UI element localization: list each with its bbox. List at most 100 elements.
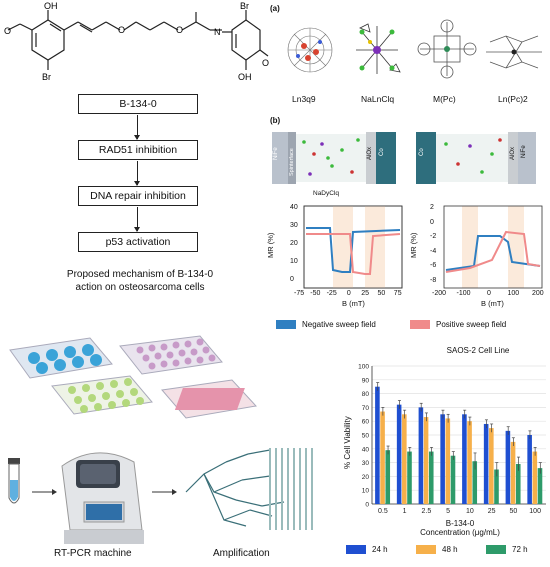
bar bbox=[402, 414, 407, 504]
molecule-structures bbox=[287, 19, 542, 79]
left-ytick: 0 bbox=[290, 276, 294, 283]
bar bbox=[532, 451, 538, 504]
left-plot-ylabel: MR (%) bbox=[266, 232, 275, 258]
mol-label-oh-1: OH bbox=[44, 1, 58, 11]
bar bbox=[494, 469, 499, 504]
chart-xlabel: B-134-0 Concentration (μg/mL) bbox=[372, 519, 548, 537]
right-ytick: -8 bbox=[430, 276, 437, 284]
left-ytick: 10 bbox=[290, 258, 298, 265]
device-schematics bbox=[272, 132, 536, 184]
left-plot-xlabel: B (mT) bbox=[342, 299, 365, 308]
amplification-label: Amplification bbox=[213, 548, 270, 559]
mol-label-o-1: O bbox=[4, 26, 11, 36]
flow-step-rad51: RAD51 inhibition bbox=[78, 140, 198, 160]
pcr-machine bbox=[61, 452, 144, 544]
legend-label: 24 h bbox=[372, 545, 388, 554]
mol-label-br-2: Br bbox=[240, 1, 249, 11]
left-xtick: -25 bbox=[326, 290, 337, 297]
flow-step-b1340: B-134-0 bbox=[78, 94, 198, 114]
lnpc2-structure bbox=[486, 35, 542, 69]
chemical-structure: OH O Br O O N Br OH O bbox=[4, 1, 269, 82]
caption-line-2: action on osteosarcoma cells bbox=[75, 282, 205, 293]
x-tick-label: 2.5 bbox=[422, 508, 432, 515]
chart-title: SAOS-2 Cell Line bbox=[446, 346, 510, 355]
mol-label-o-2: O bbox=[118, 25, 125, 35]
well-plate-green bbox=[51, 375, 153, 415]
bar bbox=[467, 421, 472, 504]
ln3q9-structure bbox=[287, 27, 333, 73]
layer-co-right: Co bbox=[419, 148, 425, 156]
bar bbox=[380, 411, 385, 504]
left-ytick: 30 bbox=[290, 222, 298, 229]
legend-swatch bbox=[346, 545, 366, 554]
caption-line-1: Proposed mechanism of B-134-0 bbox=[66, 269, 214, 280]
flow-arrow-2 bbox=[134, 161, 140, 186]
label-ln3q9: Ln3q9 bbox=[292, 94, 316, 104]
bar bbox=[510, 441, 516, 504]
y-tick-label: 50 bbox=[362, 433, 370, 440]
bar bbox=[396, 404, 402, 504]
label-nalnclq: NaLnClq bbox=[361, 94, 395, 104]
panel-a-tag: (a) bbox=[270, 4, 280, 13]
right-ytick: -4 bbox=[430, 247, 437, 255]
right-xtick: 100 bbox=[507, 290, 520, 297]
mol-label-o-3: O bbox=[176, 25, 183, 35]
y-tick-label: 60 bbox=[362, 419, 370, 426]
y-tick-label: 40 bbox=[362, 446, 370, 453]
legend-negative-label: Negative sweep field bbox=[302, 320, 376, 329]
left-xtick: -75 bbox=[294, 290, 305, 297]
mol-label-br-1: Br bbox=[42, 72, 51, 82]
legend-positive-label: Positive sweep field bbox=[436, 320, 507, 329]
y-tick-label: 0 bbox=[365, 502, 369, 509]
bar bbox=[445, 418, 451, 504]
y-tick-label: 20 bbox=[362, 474, 370, 481]
y-tick-label: 10 bbox=[362, 488, 370, 495]
bar bbox=[472, 461, 478, 504]
bar bbox=[450, 455, 456, 504]
x-tick-label: 25 bbox=[488, 508, 496, 515]
y-tick-label: 30 bbox=[362, 460, 370, 467]
bar bbox=[527, 435, 532, 504]
layer-nife-right: NiFe bbox=[521, 145, 527, 158]
bar bbox=[385, 450, 391, 504]
well-plate-blue bbox=[9, 337, 113, 379]
layer-alox-left: AlOx bbox=[367, 146, 373, 160]
flow-arrow-1 bbox=[134, 115, 140, 140]
well-plate-purple bbox=[119, 335, 223, 375]
y-tick-label: 100 bbox=[358, 364, 369, 371]
pcr-illustration bbox=[8, 335, 313, 544]
right-xtick: -200 bbox=[432, 290, 447, 297]
bar bbox=[489, 428, 494, 504]
chart-xlabel-line-2: Concentration (μg/mL) bbox=[420, 528, 500, 537]
mechanism-caption: Proposed mechanism of B-134-0 action on … bbox=[20, 268, 260, 294]
y-tick-label: 90 bbox=[362, 377, 370, 384]
bar bbox=[462, 414, 467, 504]
right-ytick: 2 bbox=[430, 204, 434, 211]
chart-xlabel-line-1: B-134-0 bbox=[445, 519, 475, 528]
layer-nadyclq: NaDyClq bbox=[313, 190, 340, 197]
x-tick-label: 5 bbox=[446, 508, 450, 515]
panel-b-tag: (b) bbox=[270, 116, 281, 125]
layer-co-left: Co bbox=[379, 148, 385, 156]
legend-swatch bbox=[416, 545, 436, 554]
legend-swatch-negative bbox=[276, 320, 296, 329]
legend-label: 48 h bbox=[442, 545, 458, 554]
layer-alox-right: AlOx bbox=[510, 146, 516, 160]
label-mpc: M(Pc) bbox=[433, 94, 456, 104]
left-xtick: -50 bbox=[310, 290, 321, 297]
x-tick-label: 10 bbox=[466, 508, 474, 515]
right-ytick: -2 bbox=[430, 233, 437, 240]
dna-helices bbox=[269, 448, 313, 530]
sample-tube bbox=[8, 458, 20, 504]
bar bbox=[428, 451, 434, 504]
x-tick-label: 50 bbox=[509, 508, 517, 515]
flow-arrow-3 bbox=[134, 207, 140, 232]
legend-swatch bbox=[486, 545, 506, 554]
well-plate-pink bbox=[161, 379, 257, 419]
bar bbox=[483, 423, 489, 504]
right-ytick: -6 bbox=[430, 262, 437, 269]
bar bbox=[375, 386, 380, 504]
bar bbox=[418, 407, 424, 504]
bar bbox=[515, 463, 521, 504]
